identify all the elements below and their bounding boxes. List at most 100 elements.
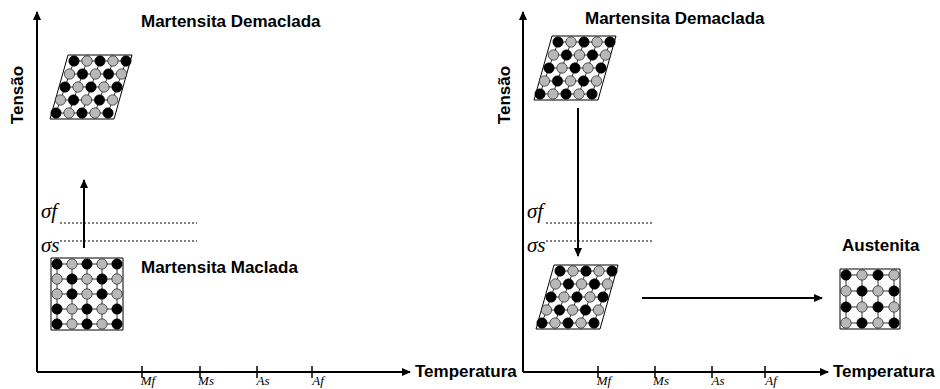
atom [546, 292, 556, 302]
atom [67, 304, 77, 314]
atom [593, 305, 603, 315]
atom [563, 279, 573, 289]
atom [548, 89, 558, 99]
atom [108, 56, 118, 66]
atom [889, 318, 899, 328]
bond [592, 42, 610, 94]
atom [857, 302, 867, 312]
cell-outline [534, 36, 616, 100]
atom [67, 289, 77, 299]
atom [568, 266, 578, 276]
atom [857, 318, 867, 328]
atom [598, 292, 608, 302]
atom [112, 82, 122, 92]
atom [112, 304, 122, 314]
atom [889, 286, 899, 296]
atom [579, 37, 589, 47]
atom [82, 319, 92, 329]
atom [587, 50, 597, 60]
atom [90, 69, 100, 79]
cell-outline [536, 265, 618, 329]
atom [81, 95, 91, 105]
atom [889, 302, 899, 312]
atom [64, 108, 74, 118]
temperature-mark: Af [765, 374, 777, 388]
atom [97, 289, 107, 299]
atom [90, 108, 100, 118]
atom [55, 95, 65, 105]
atom [583, 63, 593, 73]
temperature-mark: As [712, 374, 725, 388]
atom [51, 108, 61, 118]
atom [82, 304, 92, 314]
arrows [84, 108, 822, 298]
axis-label: Temperatura [833, 363, 935, 382]
bond [862, 275, 863, 323]
atom [112, 274, 122, 284]
cell-outline [840, 269, 900, 329]
axis-label: Temperatura [415, 363, 517, 382]
atom [95, 56, 105, 66]
atom [97, 274, 107, 284]
atom [592, 37, 602, 47]
atom [544, 63, 554, 73]
atom [565, 76, 575, 86]
atom [555, 266, 565, 276]
atom [591, 76, 601, 86]
atom [116, 69, 126, 79]
atom [873, 318, 883, 328]
atom [52, 304, 62, 314]
atom [52, 274, 62, 284]
atom [607, 266, 617, 276]
atom [64, 69, 74, 79]
phase-label: Martensita Demaclada [141, 13, 321, 32]
atom [580, 305, 590, 315]
bond [846, 323, 894, 324]
axis-label: Tensão [9, 66, 28, 124]
atom [841, 270, 851, 280]
atom [550, 318, 560, 328]
atom [841, 302, 851, 312]
atom [77, 69, 87, 79]
atom [566, 37, 576, 47]
bond [846, 275, 847, 323]
stress-label: σs [41, 234, 60, 257]
atom [567, 305, 577, 315]
atom [576, 279, 586, 289]
atom [107, 95, 117, 105]
atom [537, 318, 547, 328]
temperature-mark: Mf [597, 374, 611, 388]
phase-label: Martensita Maclada [141, 259, 298, 278]
atom [600, 50, 610, 60]
bond [894, 275, 895, 323]
atom [585, 292, 595, 302]
stress-label: σf [527, 200, 543, 223]
atom [82, 274, 92, 284]
axes [37, 12, 828, 372]
atom [60, 82, 70, 92]
atom [605, 37, 615, 47]
atom [552, 76, 562, 86]
atom [596, 63, 606, 73]
temperature-mark: Mf [141, 374, 155, 388]
atom [82, 259, 92, 269]
atom [873, 286, 883, 296]
atom [52, 289, 62, 299]
phase-label: Austenita [842, 237, 919, 256]
atom [561, 50, 571, 60]
stress-label: σf [41, 200, 57, 223]
lattice [51, 258, 123, 330]
atom [52, 319, 62, 329]
atom [97, 319, 107, 329]
atom [589, 279, 599, 289]
atom [889, 270, 899, 280]
atom [873, 302, 883, 312]
bond [846, 275, 894, 276]
atom [97, 304, 107, 314]
atom [77, 108, 87, 118]
atom [574, 89, 584, 99]
atom [561, 89, 571, 99]
temperature-mark: As [257, 374, 270, 388]
atom [68, 95, 78, 105]
atom [581, 266, 591, 276]
